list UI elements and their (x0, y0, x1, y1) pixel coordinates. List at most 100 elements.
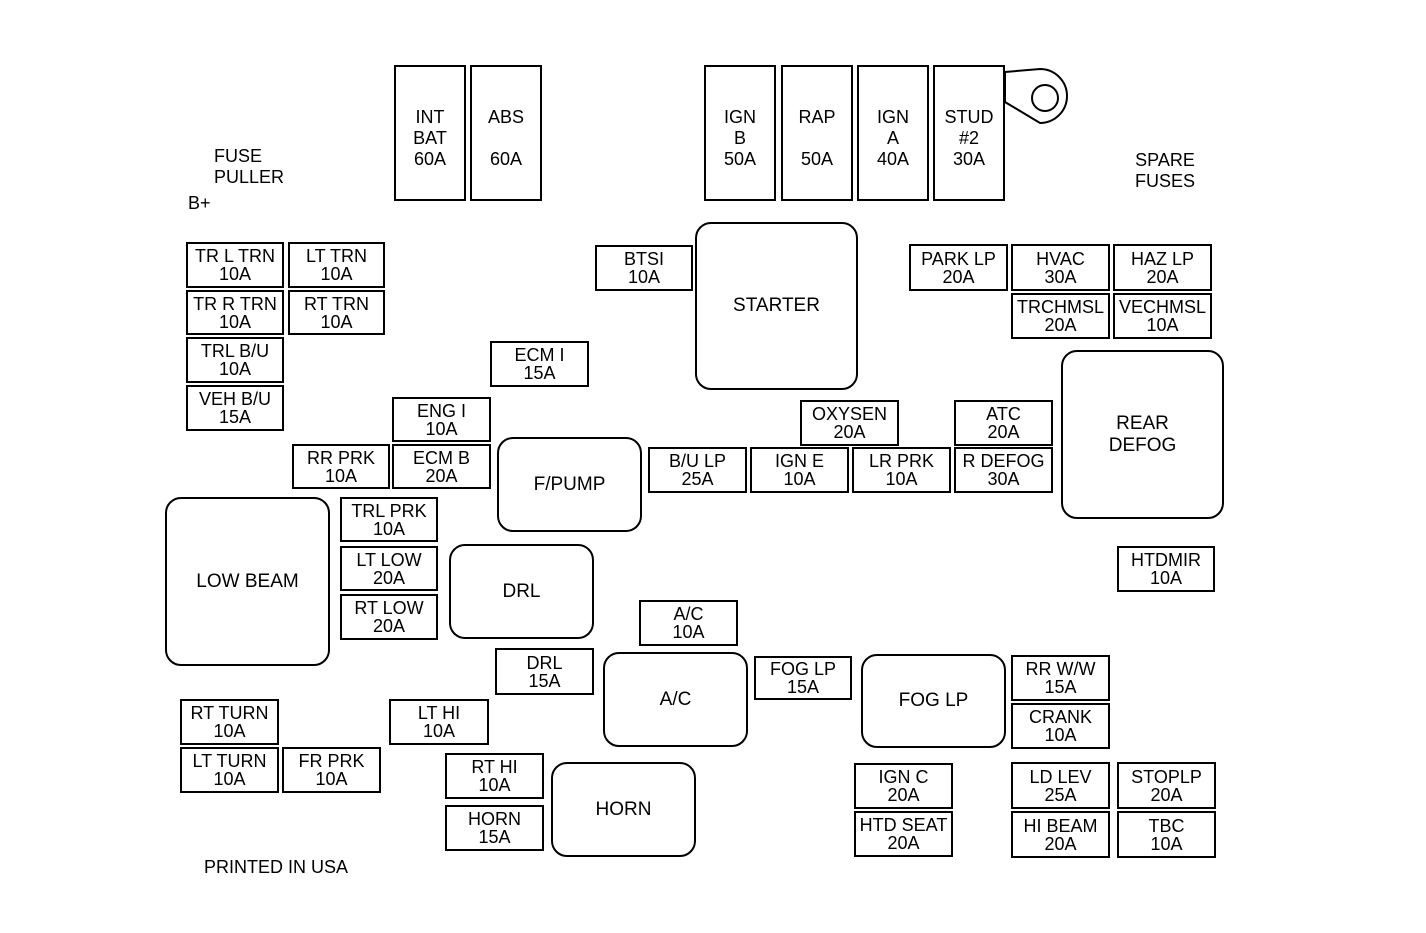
relay-rear-defog: REAR DEFOG (1061, 350, 1224, 519)
fuse-label: LT LOW (356, 549, 422, 570)
spare-fuses-line-2: FUSES (1135, 171, 1196, 191)
fuse-label: PARK LP (921, 248, 996, 269)
fuse-rating: 15A (523, 363, 556, 383)
fuse-rating: 10A (218, 264, 252, 284)
fuse-rating: 30A (987, 469, 1020, 489)
relay-drl: DRL (449, 544, 594, 639)
fuse-rating: 10A (425, 418, 458, 439)
maxi-fuse-rating: 50A (723, 149, 757, 169)
relay-ac: A/C (603, 652, 748, 747)
fuse-label: TBC (1148, 815, 1185, 836)
maxi-fuse-rating: 50A (800, 149, 834, 169)
fuse-rating: 10A (213, 721, 246, 741)
relay-fog-lp: FOG LP (861, 654, 1006, 748)
maxi-fuse-abs: ABS 60A (470, 65, 542, 201)
fuse-label: TRCHMSL (1016, 297, 1104, 317)
fuse-label: HTD SEAT (859, 815, 948, 835)
fuse-rating: 20A (1044, 833, 1077, 854)
fuse-rating: 10A (315, 769, 348, 789)
maxi-fuse-label: RAP (798, 107, 836, 127)
relay-label: F/PUMP (533, 473, 606, 495)
maxi-fuse-label: IGN (723, 107, 756, 127)
fuse-rating: 25A (681, 469, 714, 489)
battery-stud-icon (1004, 67, 1068, 125)
fuse-rating: 10A (320, 264, 353, 284)
fuse-label: OXYSEN (811, 404, 888, 424)
fuse-label: LT TRN (305, 246, 367, 266)
relay-horn: HORN (551, 762, 696, 857)
maxi-fuse-label: B (733, 128, 746, 148)
fuse-label: RR PRK (306, 447, 375, 468)
relay-label: HORN (595, 798, 652, 820)
relay-f-pump: F/PUMP (497, 437, 642, 532)
maxi-fuse-label: IGN (876, 107, 909, 127)
fuse-label: FOG LP (769, 659, 836, 679)
fuse-label: ECM B (412, 447, 470, 468)
spare-fuses-label: SPARE FUSES (1135, 150, 1195, 192)
fuse-rating: 20A (372, 567, 406, 588)
fuse-label: RR W/W (1025, 659, 1096, 679)
maxi-fuse-label: BAT (413, 128, 447, 148)
fuse-label: TRL PRK (351, 500, 427, 521)
fuse-label: HTDMIR (1131, 550, 1201, 570)
fuse-rating: 10A (213, 769, 246, 789)
fuse-rating: 10A (1146, 315, 1179, 335)
fuse-label: ENG I (416, 400, 466, 421)
maxi-fuse-label: ABS (487, 107, 525, 127)
fuse-rating: 10A (320, 311, 353, 332)
fuse-label: HVAC (1036, 248, 1085, 269)
maxi-fuse-int-bat: INT BAT 60A (394, 65, 466, 201)
fuse-rating: 15A (478, 827, 511, 847)
spare-fuses-line-1: SPARE (1135, 150, 1195, 170)
fuse-puller-line-1: FUSE (214, 146, 263, 166)
maxi-fuse-stud-2: STUD #2 30A (933, 65, 1005, 201)
fuse-label: HI BEAM (1023, 815, 1098, 836)
fuse-label: LD LEV (1029, 766, 1092, 787)
fuse-rating: 15A (218, 407, 252, 427)
fuse-label: TR L TRN (194, 246, 275, 266)
fuse-label: RT TRN (303, 293, 369, 314)
fuse-rating: 20A (372, 616, 406, 636)
fuse-label: VEH B/U (198, 389, 272, 409)
relay-label: STARTER (733, 295, 820, 316)
fuse-label: RT TURN (190, 703, 269, 723)
maxi-fuse-ign-a: IGN A 40A (857, 65, 929, 201)
fuse-rating: 10A (422, 721, 456, 741)
maxi-fuse-rating: 40A (876, 149, 910, 169)
fuse-label: BTSI (623, 249, 664, 269)
fuse-rating: 10A (218, 311, 252, 332)
fuse-rating: 10A (218, 359, 252, 379)
fuse-rating: 20A (987, 422, 1020, 442)
fuse-label: IGN C (878, 767, 929, 787)
printed-in-usa-label: PRINTED IN USA (204, 857, 349, 877)
fuse-label: VECHMSL (1118, 297, 1207, 317)
fuse-rating: 10A (1044, 725, 1077, 745)
fuse-rating: 10A (885, 469, 918, 489)
maxi-fuse-label: INT (415, 107, 445, 127)
relay-label: DEFOG (1108, 434, 1177, 456)
b-plus-label: B+ (188, 193, 211, 213)
relay-label: REAR (1116, 412, 1169, 434)
fuse-rating: 20A (887, 833, 920, 853)
fuse-rating: 20A (425, 465, 458, 486)
